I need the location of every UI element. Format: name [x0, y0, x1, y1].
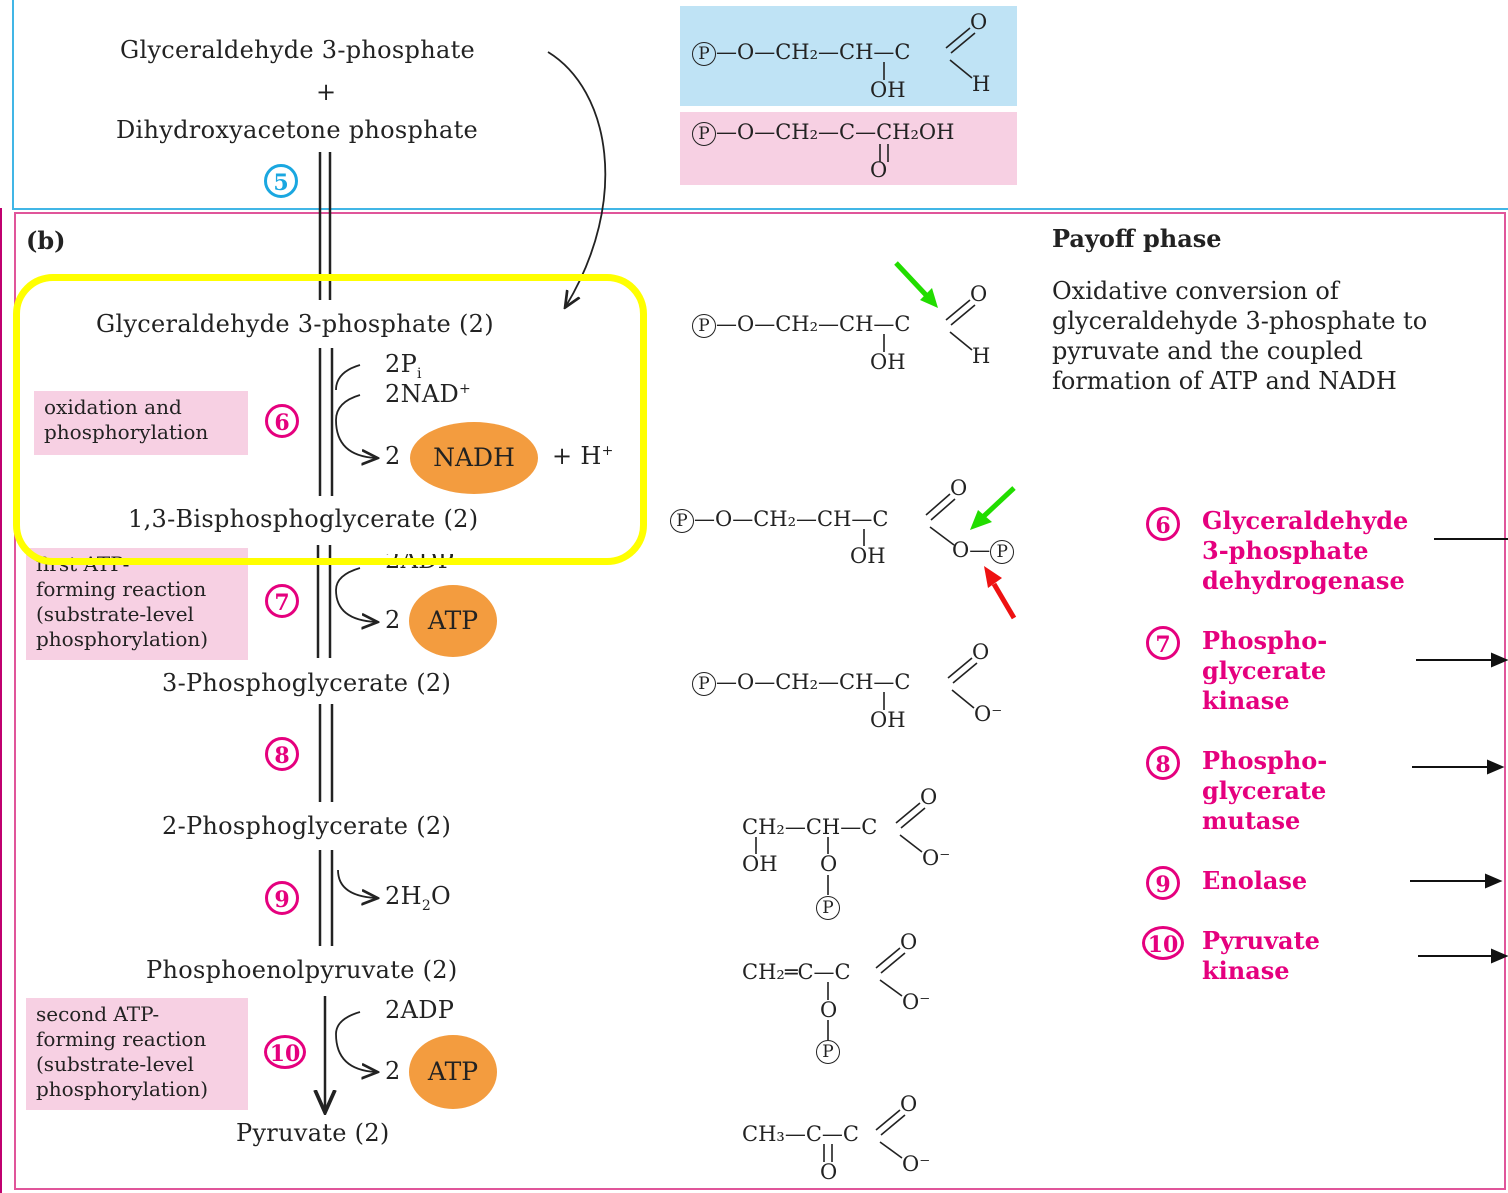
- 2pg-o: O: [920, 785, 938, 809]
- pep-phosphate: P: [816, 1038, 840, 1064]
- plus-sign: +: [316, 78, 337, 106]
- structure-bonds: [755, 27, 978, 1162]
- green-arrow-acyl-phosphate: [970, 486, 1016, 530]
- highlight-step-6-box: [13, 274, 647, 565]
- left-edge-line: [0, 208, 2, 1193]
- step-9-badge: 9: [265, 881, 299, 915]
- pyr-o: O: [900, 1092, 918, 1116]
- structure-g3p: P—O—CH₂—CH—C: [692, 312, 911, 338]
- nadh-oval: NADH: [410, 422, 538, 494]
- atp-coefficient-7: 2: [385, 606, 401, 634]
- step-8-badge: 8: [265, 737, 299, 771]
- g3p-structure-box: [680, 6, 1017, 106]
- phosphate-circle: P: [670, 509, 694, 533]
- structure-dhap: P—O—CH₂—C—CH₂OH: [692, 120, 954, 146]
- phosphate-circle: P: [692, 314, 716, 338]
- note-second-atp: second ATP- forming reaction (substrate-…: [26, 998, 248, 1110]
- phase-divider-line: [642, 208, 1508, 210]
- pep-o: O: [900, 930, 918, 954]
- nadh-coefficient: 2: [385, 442, 401, 470]
- phosphate-circle: P: [692, 122, 716, 146]
- enzyme-10-badge: 10: [1142, 926, 1184, 960]
- enzyme-7-name: Phospho- glycerate kinase: [1202, 626, 1328, 715]
- structure-2pg: CH₂—CH—C: [742, 815, 878, 839]
- pyr-keto-o: O: [820, 1160, 838, 1184]
- enzyme-8-badge: 8: [1146, 746, 1180, 780]
- g3p-oh: OH: [870, 350, 906, 374]
- side-water: 2H2O: [385, 882, 452, 914]
- compound-g3p: Glyceraldehyde 3-phosphate (2): [96, 310, 494, 338]
- g3p-h: H: [972, 344, 991, 368]
- g3p-o: O: [970, 282, 988, 306]
- g3p-top-o: O: [970, 10, 988, 34]
- g3p-top-oh: OH: [870, 78, 906, 102]
- structure-3pg: P—O—CH₂—CH—C: [692, 670, 911, 696]
- side-h-plus: + H+: [552, 442, 614, 470]
- step-5-badge: 5: [264, 164, 298, 198]
- atp-oval-step7: ATP: [409, 585, 497, 657]
- compound-g3p-top: Glyceraldehyde 3-phosphate: [120, 36, 476, 64]
- 3pg-oh: OH: [870, 708, 906, 732]
- bpg-ester-o: O—P: [952, 538, 1015, 564]
- enzyme-8-name: Phospho- glycerate mutase: [1202, 746, 1328, 835]
- note-oxidation-phosphorylation: oxidation and phosphorylation: [34, 391, 248, 455]
- 2pg-ester-o: O: [820, 852, 838, 876]
- green-arrow-aldehyde: [894, 261, 938, 308]
- pep-ester-o: O: [820, 998, 838, 1022]
- enzyme-6-badge: 6: [1146, 507, 1180, 541]
- atp-oval-step10: ATP: [409, 1035, 497, 1109]
- preparatory-phase-frame: [12, 0, 644, 210]
- step-6-badge: 6: [265, 404, 299, 438]
- dhap-o: O: [870, 158, 888, 182]
- step-10-badge: 10: [264, 1035, 306, 1069]
- 2pg-ominus: O⁻: [922, 846, 951, 870]
- phosphate-circle: P: [692, 672, 716, 696]
- phosphate-circle: P: [816, 1040, 840, 1064]
- compound-3pg: 3-Phosphoglycerate (2): [162, 669, 452, 697]
- bpg-o: O: [950, 476, 968, 500]
- note-first-atp: first ATP- forming reaction (substrate-l…: [26, 548, 248, 660]
- step-7-badge: 7: [265, 584, 299, 618]
- pyr-ominus: O⁻: [902, 1152, 931, 1176]
- bpg-oh: OH: [850, 544, 886, 568]
- panel-label: (b): [26, 226, 66, 255]
- payoff-phase-description: Oxidative conversion of glyceraldehyde 3…: [1052, 277, 1428, 395]
- payoff-phase-title: Payoff phase: [1052, 224, 1222, 253]
- compound-2pg: 2-Phosphoglycerate (2): [162, 812, 452, 840]
- structure-13bpg: P—O—CH₂—CH—C: [670, 507, 889, 533]
- dhap-structure-box: [680, 112, 1017, 185]
- 3pg-o: O: [972, 640, 990, 664]
- g3p-top-h: H: [972, 72, 991, 96]
- atp-coefficient-10: 2: [385, 1057, 401, 1085]
- red-arrow-ester-bond: [984, 566, 1017, 620]
- side-reaction-curves: [335, 51, 607, 1072]
- 2pg-phosphate: P: [816, 894, 840, 920]
- structure-pyruvate: CH₃—C—C: [742, 1122, 859, 1146]
- compound-pep: Phosphoenolpyruvate (2): [146, 956, 458, 984]
- 2pg-oh: OH: [742, 852, 778, 876]
- enzyme-7-badge: 7: [1146, 626, 1180, 660]
- phosphate-circle: P: [990, 540, 1015, 564]
- enzyme-6-name: Glyceraldehyde 3-phosphate dehydrogenase: [1202, 506, 1409, 595]
- compound-13bpg: 1,3-Bisphosphoglycerate (2): [128, 505, 479, 533]
- side-phosphate: 2Pi: [385, 350, 422, 382]
- enzyme-10-name: Pyruvate kinase: [1202, 926, 1320, 985]
- 3pg-ominus: O⁻: [974, 702, 1003, 726]
- side-nad: 2NAD+: [385, 380, 472, 408]
- structure-pep: CH₂═C—C: [742, 960, 851, 984]
- enzyme-pointer-arrows: [1410, 538, 1508, 964]
- side-adp-step10: 2ADP: [385, 996, 455, 1024]
- pep-ominus: O⁻: [902, 990, 931, 1014]
- phosphate-circle: P: [692, 42, 716, 66]
- compound-dhap: Dihydroxyacetone phosphate: [116, 116, 479, 144]
- compound-pyruvate: Pyruvate (2): [236, 1119, 390, 1147]
- enzyme-9-badge: 9: [1146, 866, 1180, 900]
- structure-g3p-top: P—O—CH₂—CH—C: [692, 40, 911, 66]
- phosphate-circle: P: [816, 896, 840, 920]
- payoff-phase-frame: [14, 212, 1506, 1190]
- enzyme-9-name: Enolase: [1202, 866, 1308, 895]
